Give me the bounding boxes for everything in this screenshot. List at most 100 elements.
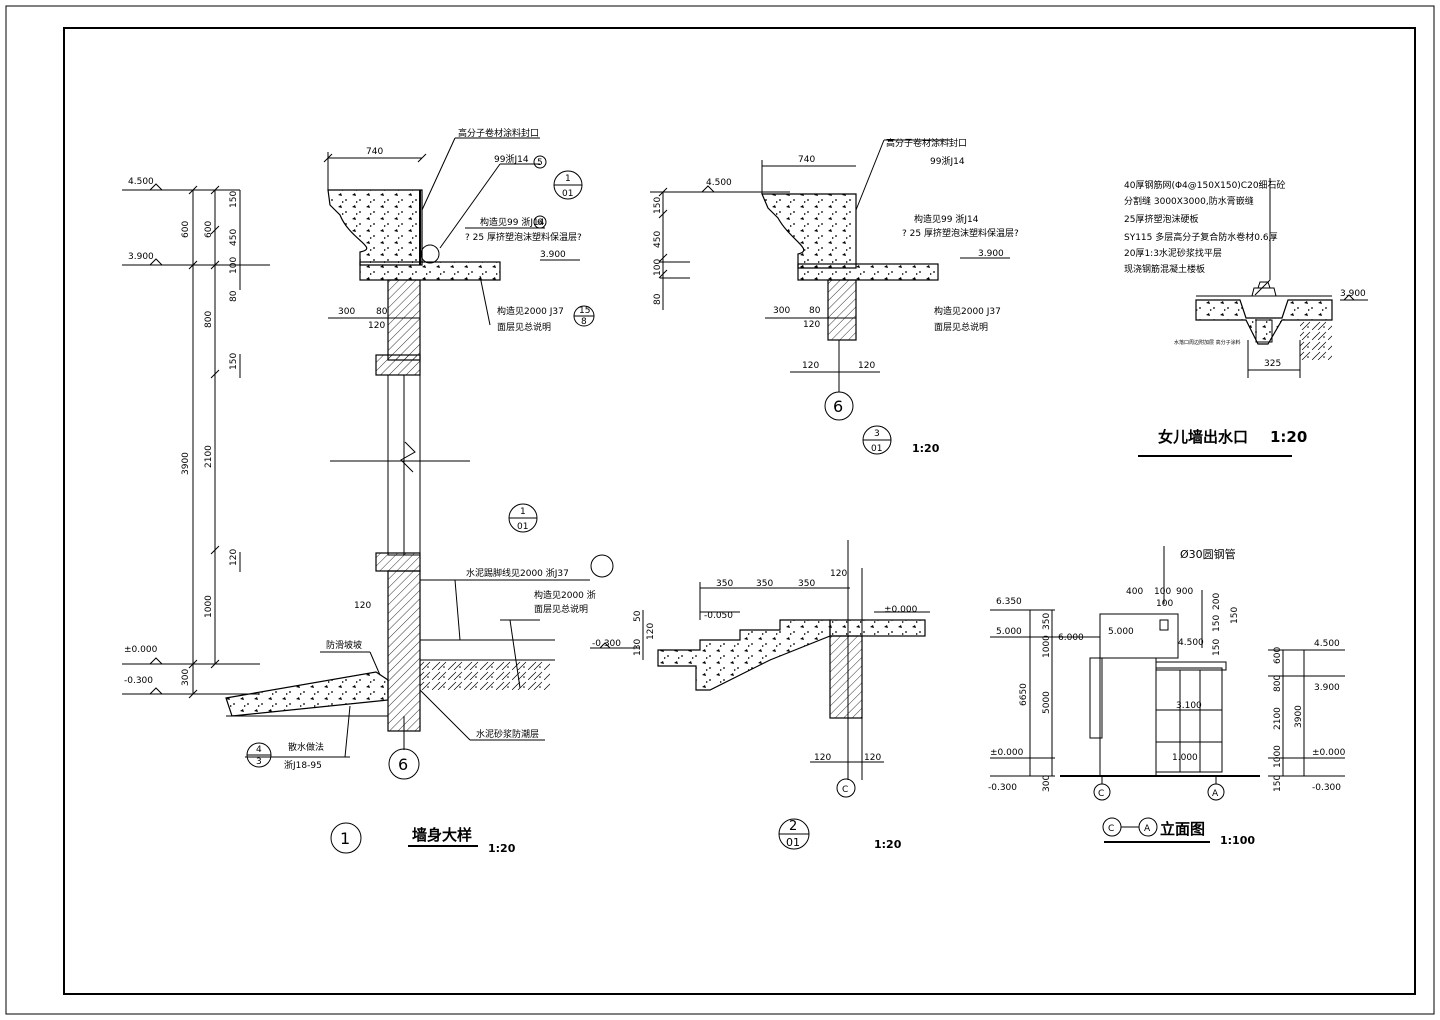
detail1-title: 墙身大样	[412, 826, 472, 844]
outlet-layer-2: 25厚挤塑泡沫硬板	[1124, 213, 1198, 225]
d3-dim-120-a: 120	[802, 361, 819, 371]
dim-80-horiz: 80	[376, 307, 388, 317]
dim-600-inner: 600	[204, 221, 214, 238]
d3-dim-450: 450	[653, 231, 663, 248]
lintel-1	[375, 354, 421, 376]
elev-dim-900: 900	[1176, 587, 1193, 597]
d3-note-insul: ? 25 厚挤塑泡沫塑料保温层?	[902, 227, 1019, 239]
dim-120-horiz: 120	[368, 321, 385, 331]
d2-dim-50: 50	[633, 610, 643, 622]
note-surface: 面层见总说明	[497, 321, 551, 333]
apron-ref-bottom: 3	[256, 757, 262, 767]
note-slope: 防滑坡坡	[326, 639, 362, 651]
elev-dim-300: 300	[1042, 775, 1052, 792]
d3-dim-80: 80	[809, 306, 821, 316]
d3-dim-120-b: 120	[858, 361, 875, 371]
d3-index-top: 3	[874, 429, 880, 439]
elev-main-block	[1099, 657, 1157, 777]
elev-000-left: ±0.000	[990, 748, 1024, 758]
outlet-elev: 3.900	[1340, 289, 1366, 299]
note-damp: 水泥砂浆防潮层	[476, 728, 539, 740]
elev-title-c: C	[1108, 824, 1114, 834]
index-top-num: 1	[565, 174, 571, 184]
d3-axis: 6	[833, 397, 843, 416]
elev-1000: 1.000	[1172, 753, 1198, 763]
detail-2-steps: 350 350 350 120 -0.050 ±0.000 -0.300 50 …	[590, 540, 930, 851]
dim-100: 100	[229, 257, 239, 274]
outlet-layer-4: 20厚1:3水泥砂浆找平层	[1124, 247, 1222, 259]
ref15-bottom: 8	[581, 317, 587, 327]
d2-elev-m030: -0.300	[592, 639, 621, 649]
elev-dim-100: 100	[1156, 599, 1173, 609]
axis-6: 6	[398, 755, 408, 774]
note-99j14: 99浙J14	[494, 153, 529, 165]
note-structure: 构造见99 浙J14	[480, 216, 545, 228]
dim-120-sill: 120	[354, 601, 371, 611]
d2-index-bottom: 01	[786, 836, 800, 849]
elev-parapet-box	[1089, 657, 1103, 739]
d2-index-top: 2	[789, 819, 797, 834]
d2-step-1: 350	[716, 579, 733, 589]
elev-dim-400: 400	[1126, 587, 1143, 597]
elev-note-pipe: Ø30圆钢管	[1180, 547, 1236, 561]
elev-dim-1000: 1000	[1042, 635, 1052, 658]
ref-5: 5	[537, 158, 543, 168]
d3-note-structure: 构造见99 浙J14	[914, 213, 979, 225]
elev-dim-150-b: 150	[1212, 639, 1222, 656]
elev-title-a: A	[1144, 824, 1151, 834]
d3-dim-80: 80	[653, 293, 663, 305]
inner-frame	[63, 27, 1416, 995]
elev-r-000: ±0.000	[1312, 748, 1346, 758]
outlet-dim-325: 325	[1264, 359, 1281, 369]
note-insulation: ? 25 厚挤塑泡沫塑料保温层?	[465, 231, 582, 243]
ref-6: 6	[537, 218, 543, 228]
elev-title: 立面图	[1160, 820, 1205, 838]
dim-80: 80	[229, 290, 239, 302]
elev-3900-right: 3.900	[540, 250, 566, 260]
roof-slab-1	[359, 261, 501, 281]
elev-r-dim-600: 600	[1273, 647, 1283, 664]
d2-landing-slab	[829, 619, 926, 637]
d3-dim-100: 100	[653, 259, 663, 276]
sill-1	[375, 552, 421, 572]
elev-r-total: 3900	[1294, 705, 1304, 728]
d2-elev-m050: -0.050	[704, 611, 733, 621]
outlet-layer-5: 现浇钢筋混凝土楼板	[1124, 263, 1205, 275]
outer-border	[5, 5, 1435, 1015]
outlet-layer-3: SY115 多层高分子复合防水卷材0.6厚	[1124, 231, 1278, 243]
d2-axis: C	[842, 785, 848, 795]
d3-note-j37: 构造见2000 J37	[934, 305, 1001, 317]
elev-r-dim-800: 800	[1273, 675, 1283, 692]
dim-150-b: 150	[229, 353, 239, 370]
d3-note-surface: 面层见总说明	[934, 321, 988, 333]
elev-5000: 5.000	[996, 627, 1022, 637]
dim-3900: 3900	[181, 452, 191, 475]
dim-300: 300	[181, 669, 191, 686]
dim-150-a: 150	[229, 191, 239, 208]
elev-r-dim-150: 150	[1273, 775, 1283, 792]
elev-dim-150-c: 150	[1230, 607, 1240, 624]
apron-ref-top: 4	[256, 745, 262, 755]
note-j37: 构造见2000 J37	[497, 305, 564, 317]
d3-note-99j14: 99浙J14	[930, 155, 965, 167]
ground-fill	[420, 660, 550, 690]
d3-parapet	[761, 193, 857, 269]
elevation-c-a: Ø30圆钢管 400 100 900 100 6.350 5.000 ±0.00…	[988, 546, 1346, 847]
dim-2100: 2100	[204, 445, 214, 468]
outlet-drain	[1251, 281, 1277, 297]
d2-step-2: 350	[756, 579, 773, 589]
d3-elev-4500: 4.500	[706, 178, 732, 188]
d3-note-sealant: 高分子卷材涂料封口	[886, 137, 967, 149]
elev-m030-left: -0.300	[988, 783, 1017, 793]
dim-450: 450	[229, 229, 239, 246]
dim-120: 120	[229, 549, 239, 566]
index-mid-sheet: 01	[517, 522, 528, 532]
d3-dim-740: 740	[798, 155, 815, 165]
outlet-wall	[1300, 320, 1332, 360]
elevation-marks-left: 4.500 3.900 ±0.000 -0.300	[122, 177, 270, 695]
outlet-title: 女儿墙出水口	[1158, 428, 1248, 446]
d3-wall	[827, 279, 857, 341]
elev-3100: 3.100	[1176, 701, 1202, 711]
elev-axis-a: A	[1212, 789, 1219, 799]
d2-elev-000: ±0.000	[884, 605, 918, 615]
